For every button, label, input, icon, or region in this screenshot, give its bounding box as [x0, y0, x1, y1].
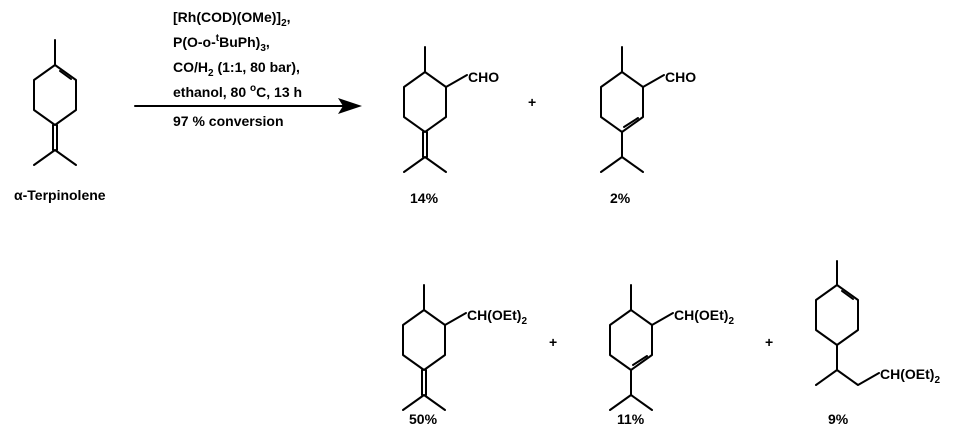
- arrow-head: [338, 98, 362, 114]
- condition-conversion: 97 % conversion: [173, 113, 284, 129]
- product-5-acetal: CH(OEt)2 9%: [815, 260, 940, 427]
- product-3-acetal: CH(OEt)2 50%: [402, 284, 527, 427]
- condition-ligand: P(O-o-tBuPh)3,: [173, 33, 270, 54]
- p2-yield: 2%: [610, 190, 631, 206]
- plus-sign-1: +: [528, 94, 536, 110]
- product-4-acetal: CH(OEt)2 11%: [609, 284, 734, 427]
- p3-acetal-group: CH(OEt)2: [467, 307, 527, 327]
- p3-yield: 50%: [409, 411, 438, 427]
- p4-acetal-group: CH(OEt)2: [674, 307, 734, 327]
- product-2-aldehyde: CHO 2%: [600, 46, 696, 206]
- p1-yield: 14%: [410, 190, 439, 206]
- plus-sign-2: +: [549, 334, 557, 350]
- reactant-label: α-Terpinolene: [14, 187, 106, 203]
- plus-sign-3: +: [765, 334, 773, 350]
- product-1-aldehyde: CHO 14%: [403, 46, 499, 206]
- reaction-conditions: [Rh(COD)(OMe)]2, P(O-o-tBuPh)3, CO/H2 (1…: [134, 9, 362, 129]
- condition-gas: CO/H2 (1:1, 80 bar),: [173, 59, 300, 79]
- p4-yield: 11%: [617, 411, 645, 427]
- reactant-terpinolene: α-Terpinolene: [14, 39, 106, 203]
- p2-aldehyde-group: CHO: [665, 69, 696, 85]
- condition-solvent: ethanol, 80 oC, 13 h: [173, 83, 302, 100]
- condition-catalyst: [Rh(COD)(OMe)]2,: [173, 9, 291, 29]
- p5-acetal-group: CH(OEt)2: [880, 366, 940, 386]
- p5-yield: 9%: [828, 411, 849, 427]
- p1-aldehyde-group: CHO: [468, 69, 499, 85]
